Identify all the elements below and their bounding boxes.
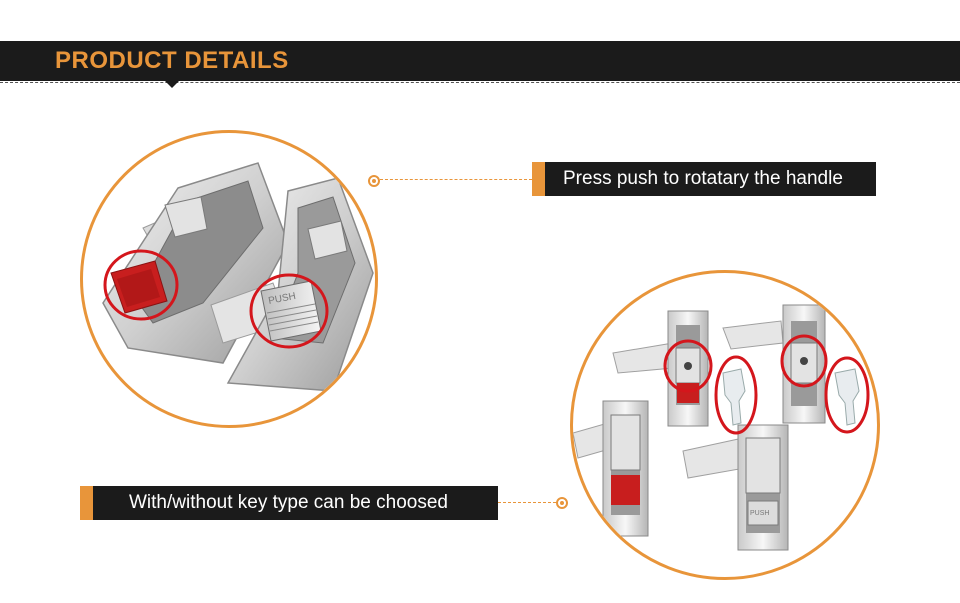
callout-key-type: With/without key type can be choosed	[80, 486, 498, 520]
highlight-ring-key-2	[824, 356, 870, 434]
push-label: PUSH	[267, 291, 296, 307]
callout-leader-top	[380, 179, 532, 180]
callout-accent-bar	[532, 162, 545, 196]
callout-text: With/without key type can be choosed	[129, 492, 448, 513]
highlight-ring-push-button	[249, 273, 329, 349]
push-button-lines	[266, 303, 319, 332]
callout-text: Press push to rotatary the handle	[563, 168, 843, 189]
key-types-illustration: PUSH	[573, 304, 870, 551]
push-label-small: PUSH	[750, 510, 769, 517]
push-handle-illustration: PUSH	[102, 162, 374, 392]
callout-press-push: Press push to rotatary the handle	[532, 162, 876, 196]
callout-accent-bar	[80, 486, 93, 520]
callout-leader-bottom	[498, 502, 556, 503]
header-divider	[0, 82, 960, 83]
callout-anchor-dot-top	[368, 175, 380, 187]
product-image-push-handle: PUSH	[80, 130, 378, 428]
callout-anchor-dot-bottom	[556, 497, 568, 509]
highlight-ring-red-button	[103, 249, 179, 321]
highlight-ring-key-1	[714, 355, 758, 435]
section-header: PRODUCT DETAILS	[0, 41, 960, 81]
product-image-key-types: PUSH	[570, 270, 880, 580]
section-title: PRODUCT DETAILS	[55, 47, 289, 74]
header-notch	[164, 80, 180, 88]
highlight-ring-keyhole-2	[780, 334, 828, 388]
highlight-ring-keyhole-1	[663, 339, 713, 393]
